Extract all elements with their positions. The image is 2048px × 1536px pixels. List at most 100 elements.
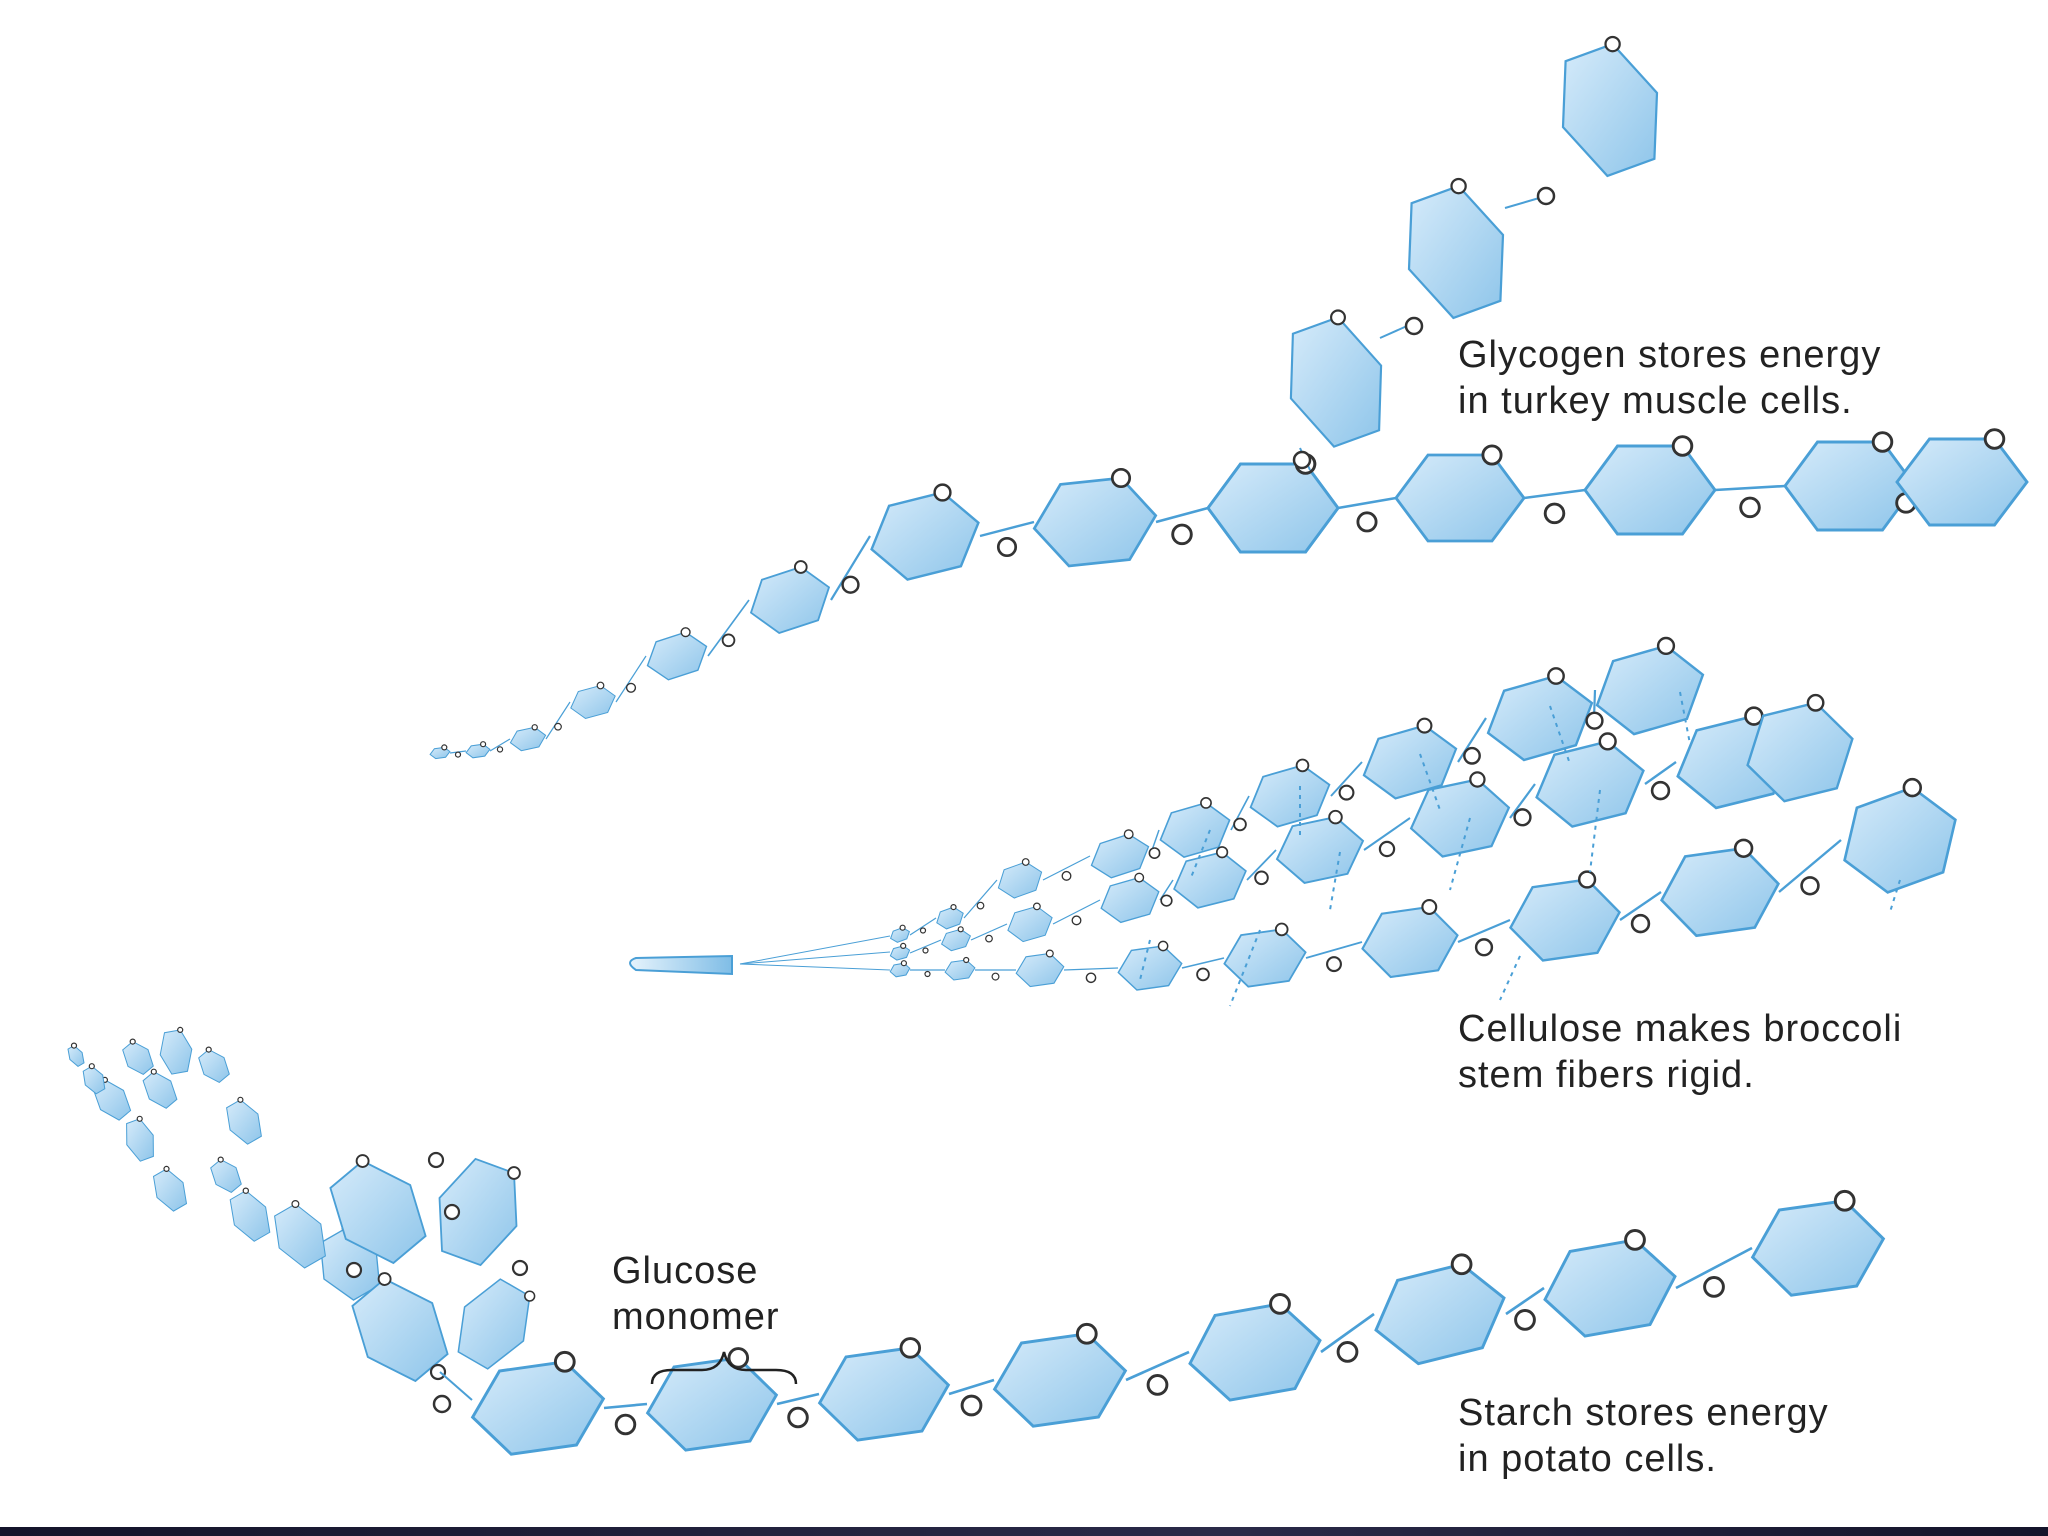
- oxygen-atom-icon: [919, 927, 927, 934]
- glycosidic-bond: [545, 701, 571, 740]
- glucose-ring-icon: [1007, 905, 1053, 943]
- glycosidic-bond: [776, 1392, 820, 1406]
- glucose-ring-icon: [1090, 833, 1150, 879]
- oxygen-atom-icon: [1800, 876, 1820, 896]
- glycosidic-bond: [1181, 957, 1225, 969]
- oxygen-atom-icon: [787, 1406, 809, 1429]
- oxygen-atom-icon: [1547, 667, 1565, 685]
- glycosidic-bond: [1330, 761, 1363, 797]
- glycosidic-bond: [615, 655, 647, 703]
- glucose-ring-icon: [82, 1065, 106, 1095]
- oxygen-atom-icon: [1146, 1374, 1169, 1396]
- glycosidic-bond: [1337, 496, 1397, 510]
- glycogen-molecule: [429, 35, 2029, 760]
- oxygen-atom-icon: [1171, 523, 1193, 546]
- glucose-monomer-line1: Glucose: [612, 1250, 759, 1292]
- monomer-brace-icon: [650, 1351, 798, 1385]
- oxygen-atom-icon: [1233, 817, 1247, 832]
- glucose-monomer-label: Glucose monomer: [612, 1248, 780, 1340]
- oxygen-atom-icon: [427, 1151, 445, 1169]
- glycosidic-bond: [909, 917, 937, 936]
- oxygen-atom-icon: [355, 1154, 370, 1168]
- oxygen-atom-icon: [1200, 796, 1212, 809]
- cellulose-caption-line2: stem fibers rigid.: [1458, 1054, 1755, 1096]
- starch-caption-line1: Starch stores energy: [1458, 1392, 1829, 1434]
- oxygen-atom-icon: [1450, 177, 1467, 195]
- glycosidic-bond: [909, 939, 942, 954]
- glycosidic-bond: [439, 1371, 473, 1401]
- cellulose-caption: Cellulose makes broccoli stem fibers rig…: [1458, 1006, 1902, 1098]
- glucose-ring-icon: [198, 1049, 230, 1083]
- glucose-ring-icon: [1895, 437, 2029, 527]
- glucose-ring-icon: [1188, 1302, 1322, 1402]
- glucose-ring-icon: [817, 1346, 951, 1442]
- glycosidic-bond: [1778, 839, 1842, 893]
- glycosidic-bond: [948, 1378, 995, 1396]
- glycogen-caption-line1: Glycogen stores energy: [1458, 334, 1882, 376]
- glycosidic-bond: [1363, 817, 1411, 851]
- oxygen-atom-icon: [1744, 706, 1764, 726]
- glucose-ring-icon: [749, 565, 831, 635]
- oxygen-atom-icon: [625, 682, 637, 693]
- oxygen-atom-icon: [1330, 309, 1346, 326]
- glucose-ring-icon: [122, 1041, 154, 1075]
- glucose-ring-icon: [1746, 701, 1854, 803]
- oxygen-atom-icon: [950, 903, 957, 911]
- glucose-ring-icon: [470, 1360, 606, 1456]
- oxygen-atom-icon: [524, 1290, 536, 1302]
- glucose-ring-icon: [1561, 42, 1659, 178]
- oxygen-atom-icon: [377, 1272, 392, 1286]
- oxygen-atom-icon: [1292, 450, 1312, 470]
- oxygen-atom-icon: [1254, 870, 1269, 886]
- oxygen-atom-icon: [900, 942, 907, 950]
- oxygen-atom-icon: [1421, 899, 1438, 915]
- glucose-ring-icon: [274, 1203, 326, 1269]
- glycosidic-bond: [1042, 855, 1091, 881]
- glucose-ring-icon: [1032, 476, 1158, 568]
- oxygen-atom-icon: [1902, 777, 1923, 798]
- starch-caption-line2: in potato cells.: [1458, 1438, 1717, 1480]
- oxygen-atom-icon: [242, 1187, 249, 1194]
- glucose-ring-icon: [1783, 440, 1917, 532]
- oxygen-atom-icon: [1577, 870, 1597, 889]
- glucose-ring-icon: [1223, 928, 1307, 988]
- oxygen-atom-icon: [1463, 746, 1481, 765]
- glucose-ring-icon: [226, 1099, 262, 1145]
- glucose-ring-icon: [1159, 802, 1231, 858]
- oxygen-atom-icon: [511, 1259, 529, 1277]
- oxygen-atom-icon: [1157, 940, 1169, 952]
- hydrogen-bond: [1329, 851, 1341, 911]
- oxygen-atom-icon: [554, 722, 562, 731]
- oxygen-atom-icon: [432, 1394, 452, 1414]
- oxygen-atom-icon: [1630, 913, 1651, 934]
- oxygen-atom-icon: [1650, 780, 1671, 801]
- glucose-ring-icon: [1508, 878, 1622, 962]
- oxygen-atom-icon: [1514, 1309, 1536, 1331]
- oxygen-atom-icon: [507, 1166, 521, 1180]
- oxygen-atom-icon: [136, 1115, 143, 1122]
- oxygen-atom-icon: [480, 741, 487, 748]
- oxygen-atom-icon: [721, 633, 736, 648]
- glucose-ring-icon: [1100, 876, 1160, 924]
- oxygen-atom-icon: [237, 1096, 244, 1103]
- oxygen-atom-icon: [454, 751, 462, 758]
- oxygen-atom-icon: [924, 970, 931, 978]
- glucose-ring-icon: [1595, 644, 1705, 736]
- glycosidic-bond: [1457, 717, 1487, 763]
- oxygen-atom-icon: [1338, 784, 1355, 801]
- glycosidic-bond: [979, 520, 1035, 538]
- oxygen-atom-icon: [1416, 717, 1433, 734]
- glucose-ring-icon: [889, 962, 911, 978]
- fiber-tube-icon: [629, 954, 733, 976]
- oxygen-atom-icon: [1469, 771, 1486, 788]
- oxygen-atom-icon: [429, 1363, 447, 1381]
- oxygen-atom-icon: [1671, 435, 1694, 457]
- glycosidic-bond: [1246, 849, 1277, 881]
- oxygen-atom-icon: [1160, 894, 1173, 907]
- oxygen-atom-icon: [1624, 1229, 1646, 1251]
- glycosidic-bond: [1125, 1350, 1190, 1382]
- oxygen-atom-icon: [1604, 35, 1621, 53]
- oxygen-atom-icon: [1215, 846, 1229, 859]
- oxygen-atom-icon: [1585, 711, 1604, 730]
- oxygen-atom-icon: [1833, 1189, 1856, 1212]
